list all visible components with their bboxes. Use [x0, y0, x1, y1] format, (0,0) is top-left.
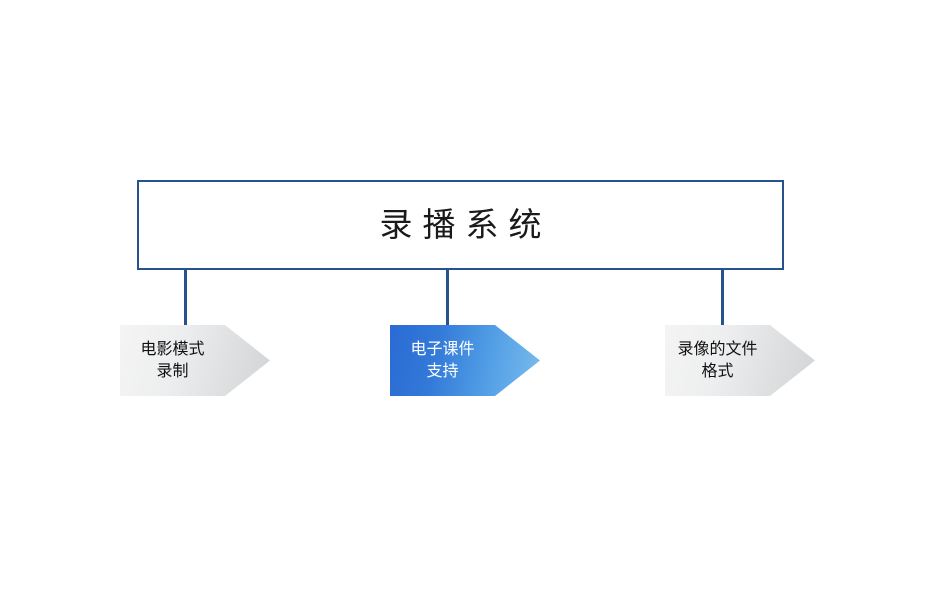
root-node-title: 录播系统: [379, 205, 552, 243]
chevron-node-1[interactable]: 电影模式 录制: [120, 325, 270, 396]
connector-line-3: [721, 268, 724, 326]
chevron-node-3[interactable]: 录像的文件 格式: [665, 325, 815, 396]
chevron-node-2[interactable]: 电子课件 支持: [390, 325, 540, 396]
root-node-box[interactable]: 录播系统: [137, 180, 784, 270]
chevron-node-2-label: 电子课件 支持: [410, 341, 475, 380]
chevron-node-1-label: 电影模式 录制: [140, 341, 205, 380]
connector-line-1: [184, 268, 187, 326]
chevron-node-3-label: 录像的文件 格式: [677, 341, 758, 380]
connector-line-2: [446, 268, 449, 326]
